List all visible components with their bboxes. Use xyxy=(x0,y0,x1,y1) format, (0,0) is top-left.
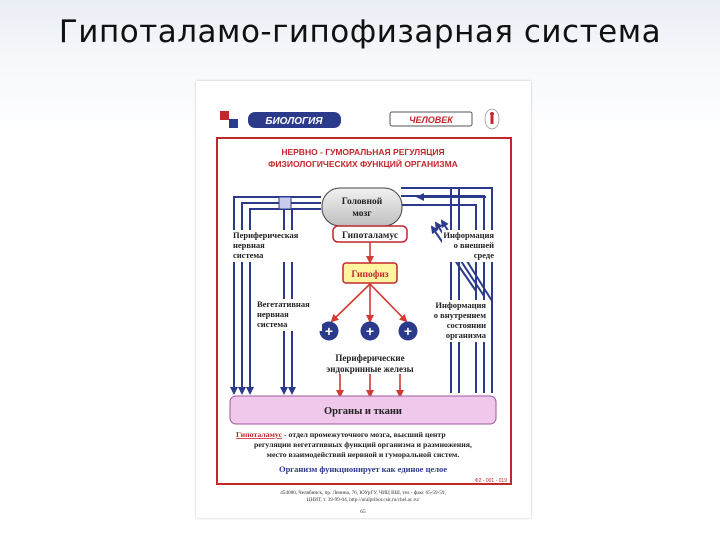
svg-text:состоянии: состоянии xyxy=(447,320,486,330)
poster-diagram: БИОЛОГИЯ ЧЕЛОВЕК НЕРВНО - ГУМОРАЛЬНАЯ РЕ… xyxy=(206,107,522,515)
svg-text:нервная: нервная xyxy=(233,240,265,250)
svg-text:Вегетативная: Вегетативная xyxy=(257,299,310,309)
svg-text:Информация: Информация xyxy=(435,300,486,310)
diagram-frame xyxy=(216,137,512,485)
svg-text:Информация: Информация xyxy=(443,230,494,240)
brand-label: БИОЛОГИЯ xyxy=(265,116,323,127)
category-badge xyxy=(389,111,473,127)
gland-plus-1: + xyxy=(319,321,339,341)
definition-rest: - отдел промежуточного мозга, высший цен… xyxy=(282,430,446,439)
heading-line-1: НЕРВНО - ГУМОРАЛЬНАЯ РЕГУЛЯЦИЯ xyxy=(281,147,444,157)
gland-plus-2: + xyxy=(360,321,380,341)
brain-label-2: мозг xyxy=(352,209,372,219)
glands-label-1: Периферические xyxy=(335,353,404,363)
definition-line-3: место взаимодействий нервной и гуморальн… xyxy=(267,450,460,459)
svg-text:система: система xyxy=(233,250,264,260)
page-number: 65 xyxy=(360,509,366,515)
pituitary-node xyxy=(342,262,398,284)
svg-text:организма: организма xyxy=(446,330,487,340)
organs-label: Органы и ткани xyxy=(324,406,402,417)
definition-line-2: регуляции вегетативных функций организма… xyxy=(254,440,472,449)
footer-line-2: ЦНИТ, т. 39-99-04, http://uralpribor.csi… xyxy=(307,497,420,503)
category-label: ЧЕЛОВЕК xyxy=(409,115,454,125)
glands-label-2: эндокринные железы xyxy=(326,364,413,374)
svg-text:нервная: нервная xyxy=(257,309,289,319)
glands-label-backing xyxy=(308,352,432,374)
hypothalamus-label: Гипоталамус xyxy=(342,231,398,241)
gland-plus-3: + xyxy=(398,321,418,341)
svg-text:о внутреннем: о внутреннем xyxy=(434,310,486,320)
definition-term: Гипоталамус xyxy=(236,430,283,439)
external-info-label: Информация о внешней среде xyxy=(442,230,496,262)
gland-plus-3-sign: + xyxy=(404,323,412,339)
gland-plus-1-sign: + xyxy=(325,323,333,339)
definition-line-1: Гипоталамус - отдел промежуточного мозга… xyxy=(236,430,446,439)
svg-text:среде: среде xyxy=(474,250,494,260)
brain-label-1: Головной xyxy=(342,196,383,207)
poster: БИОЛОГИЯ ЧЕЛОВЕК НЕРВНО - ГУМОРАЛЬНАЯ РЕ… xyxy=(196,81,531,518)
vegetative-ns-label: Вегетативная нервная система xyxy=(256,299,322,331)
internal-info-label: Информация о внутреннем состоянии органи… xyxy=(422,300,488,342)
svg-text:система: система xyxy=(257,319,288,329)
human-figure-icon xyxy=(484,108,500,130)
organs-node xyxy=(229,395,497,425)
footer-line-1: 454080, Челябинск, пр. Ленина, 76, ЮУрГУ… xyxy=(280,489,446,496)
slide-title: Гипоталамо-гипофизарная система xyxy=(58,14,662,50)
gland-plus-2-sign: + xyxy=(366,323,374,339)
pituitary-label: Гипофиз xyxy=(351,269,388,280)
heading-line-2: ФИЗИОЛОГИЧЕСКИХ ФУНКЦИЙ ОРГАНИЗМА xyxy=(268,158,458,169)
hormone-arrows xyxy=(330,242,408,398)
summary-text: Организм функционирует как единое целое xyxy=(279,464,447,474)
svg-text:о внешней: о внешней xyxy=(454,240,494,250)
brand-badge xyxy=(248,112,341,128)
brain-node xyxy=(321,187,403,227)
poster-code: Ф2 - 001 - 019 xyxy=(475,478,507,484)
biology-logo-icon xyxy=(220,111,238,128)
junction-node xyxy=(278,196,292,210)
svg-text:Периферическая: Периферическая xyxy=(233,230,299,240)
peripheral-ns-label: Периферическая нервная система xyxy=(232,230,308,262)
